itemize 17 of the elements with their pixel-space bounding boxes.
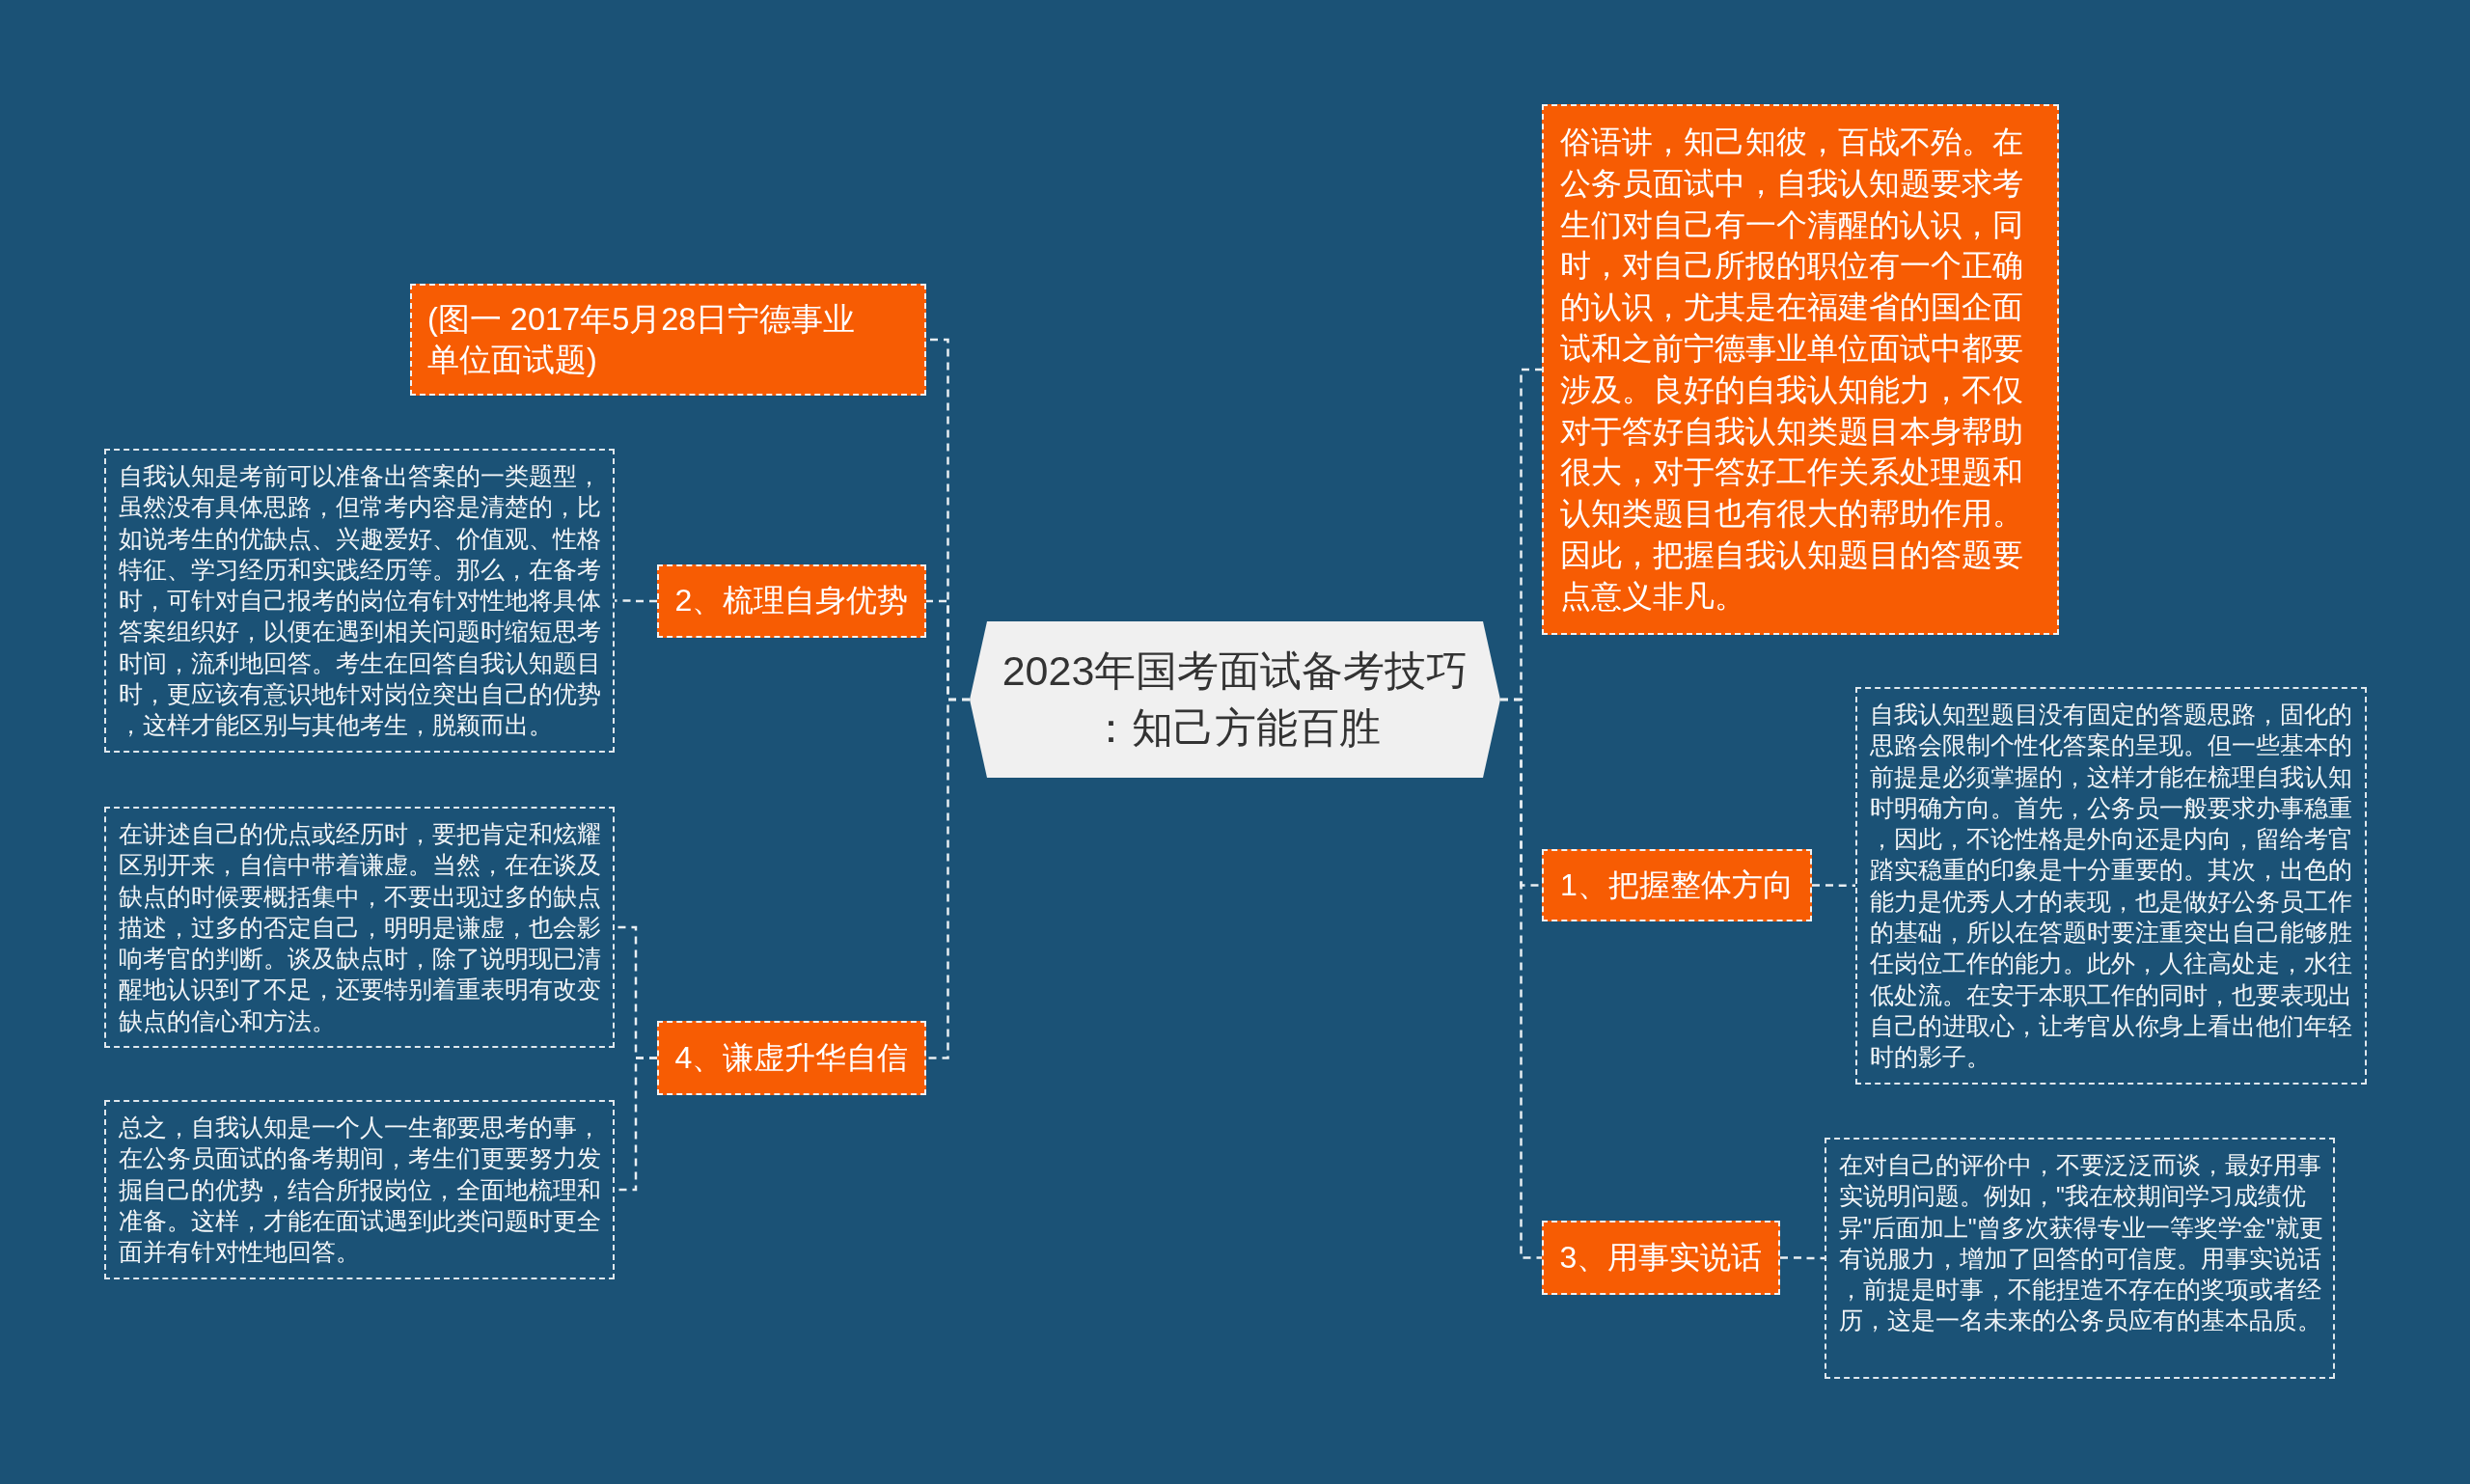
note-box: 总之，自我认知是一个人一生都要思考的事，在公务员面试的备考期间，考生们更要努力发掘自己的优势，结合所报岗位，全面地梳理和准备。这样，才能在面试遇到此类问题时更全面并有针对性地回答。 — [104, 1100, 615, 1279]
topic-box: 4、谦虚升华自信 — [657, 1021, 926, 1095]
connector-line — [1500, 698, 1542, 1259]
connector-line — [926, 698, 970, 1059]
topic-box: 俗语讲，知己知彼，百战不殆。在公务员面试中，自我认知题要求考生们对自己有一个清醒的认识，同时，对自己所报的职位有一个正确的认识，尤其是在福建省的国企面试和之前宁德事业单位面试中都要涉及。良好的自我认知能力，不仅对于答好自我认知类题目本身帮助很大，对于答好工作关系处理题和认知类题目也有很大的帮助作用。因此，把握自我认知题目的答题要点意义非凡。 — [1542, 104, 2059, 635]
connector-line — [1812, 884, 1855, 888]
topic-box: (图一 2017年5月28日宁德事业单位面试题) — [410, 284, 926, 396]
topic-box: 2、梳理自身优势 — [657, 564, 926, 638]
topic-box: 1、把握整体方向 — [1542, 849, 1812, 921]
note-box: 在对自己的评价中，不要泛泛而谈，最好用事实说明问题。例如，"我在校期间学习成绩优异"后面加上"曾多次获得专业一等奖学金"就更有说服力，增加了回答的可信度。用事实说话，前提是时事，不能捏造不存在的奖项或者经历，这是一名未来的公务员应有的基本品质。 — [1825, 1138, 2335, 1379]
note-box: 自我认知是考前可以准备出答案的一类题型，虽然没有具体思路，但常考内容是清楚的，比如说考生的优缺点、兴趣爱好、价值观、性格特征、学习经历和实践经历等。那么，在备考时，可针对自己报考的岗位有针对性地将具体答案组织好，以便在遇到相关问题时缩短思考时间，流利地回答。考生在回答自我认知题目时，更应该有意识地针对岗位突出自己的优势，这样才能区别与其他考生，脱颖而出。 — [104, 449, 615, 753]
connector-line — [1780, 1256, 1825, 1260]
note-box: 在讲述自己的优点或经历时，要把肯定和炫耀区别开来，自信中带着谦虚。当然，在在谈及缺点的时候要概括集中，不要出现过多的缺点描述，过多的否定自己，明明是谦虚，也会影响考官的判断。谈及缺点时，除了说明现已清醒地认识到了不足，还要特别着重表明有改变缺点的信心和方法。 — [104, 807, 615, 1049]
connector-line — [615, 599, 657, 603]
central-topic-hexagon: 2023年国考面试备考技巧：知己方能百胜 — [970, 621, 1500, 778]
note-box: 自我认知型题目没有固定的答题思路，固化的思路会限制个性化答案的呈现。但一些基本的前提是必须掌握的，这样才能在梳理自我认知时明确方向。首先，公务员一般要求办事稳重，因此，不论性格是外向还是内向，留给考官踏实稳重的印象是十分重要的。其次，出色的能力是优秀人才的表现，也是做好公务员工作的基础，所以在答题时要注重突出自己能够胜任岗位工作的能力。此外，人往高处走，水往低处流。在安于本职工作的同时，也要表现出自己的进取心，让考官从你身上看出他们年轻时的影子。 — [1855, 687, 2367, 1085]
topic-box: 3、用事实说话 — [1542, 1221, 1780, 1295]
